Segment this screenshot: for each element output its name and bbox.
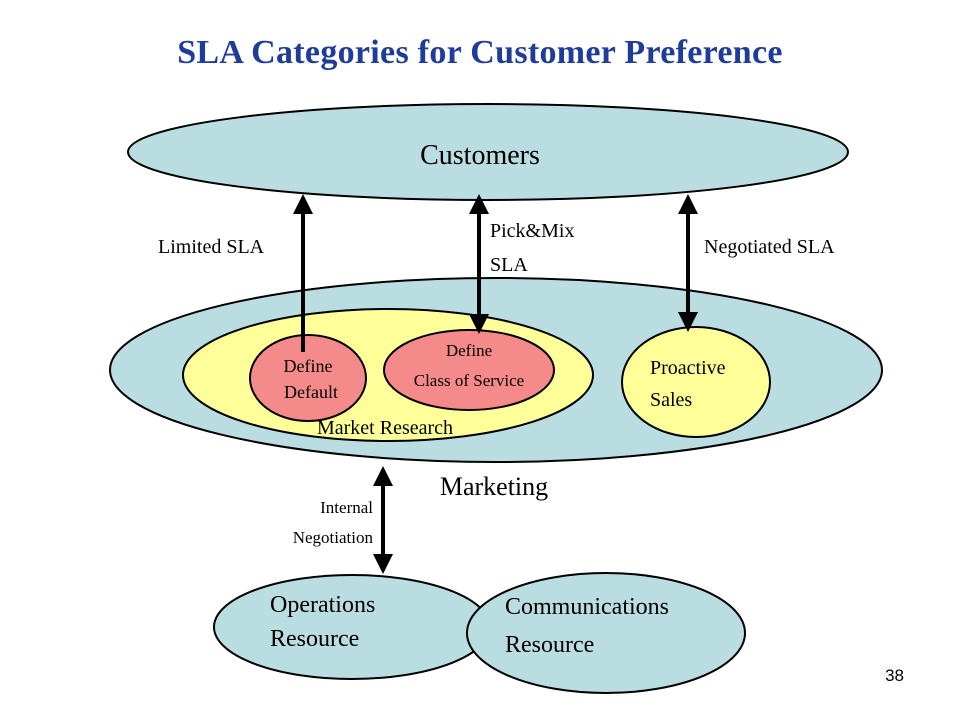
proactive-sales-ellipse — [621, 326, 771, 438]
define-default-line2: Default — [284, 382, 338, 402]
page-number: 38 — [885, 666, 904, 685]
define-default-ellipse — [249, 334, 367, 422]
negotiated-sla-label: Negotiated SLA — [704, 236, 835, 258]
communications-resource-ellipse — [466, 572, 746, 694]
proactive-sales-line2: Sales — [650, 389, 692, 411]
market-research-label: Market Research — [317, 417, 453, 439]
marketing-label: Marketing — [440, 472, 548, 501]
define-class-of-service-line1: Define — [446, 341, 492, 360]
communications-resource-line2: Resource — [505, 632, 594, 658]
pick-mix-sla-label-line2: SLA — [490, 254, 528, 276]
customers-label: Customers — [420, 140, 540, 171]
operations-resource-line2: Resource — [270, 626, 359, 652]
limited-sla-label: Limited SLA — [158, 236, 265, 258]
internal-negotiation-label-line2: Negotiation — [293, 528, 374, 547]
communications-resource-line1: Communications — [505, 594, 669, 620]
define-default-line1: Define — [284, 356, 333, 376]
proactive-sales-line1: Proactive — [650, 357, 726, 379]
page-title: SLA Categories for Customer Preference — [177, 34, 783, 71]
operations-resource-line1: Operations — [270, 592, 375, 618]
define-class-of-service-line2: Class of Service — [414, 371, 524, 390]
pick-mix-sla-label-line1: Pick&Mix — [490, 220, 574, 242]
internal-negotiation-label-line1: Internal — [320, 498, 373, 517]
